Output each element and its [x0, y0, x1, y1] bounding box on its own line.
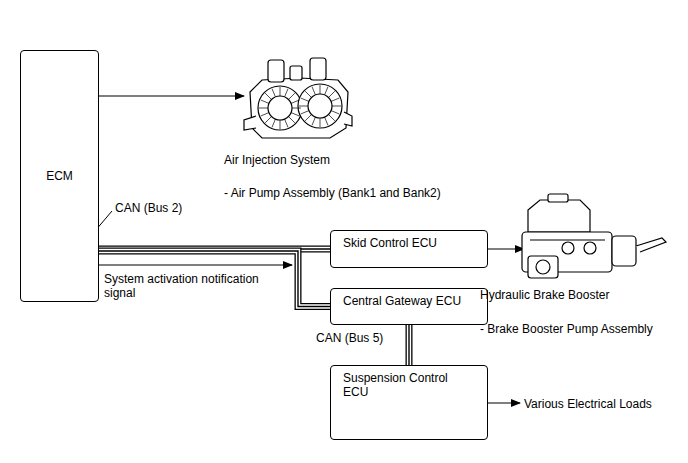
fin-stroke — [299, 106, 308, 107]
fin-stroke — [280, 87, 281, 96]
bus-stroke — [406, 325, 413, 365]
part-label: Air Injection System — [224, 153, 330, 167]
part-label: Hydraulic Brake Booster — [480, 288, 609, 302]
fin-stroke — [320, 85, 321, 94]
ecu-box: ECM — [20, 50, 99, 302]
fin-stroke — [312, 117, 315, 125]
fin-stroke — [328, 114, 334, 120]
fin-stroke — [292, 108, 301, 109]
box-label: Skid Control ECU — [343, 236, 475, 250]
fin-stroke — [288, 116, 294, 122]
fin-stroke — [280, 120, 281, 129]
box-label: Suspension Control ECU — [343, 371, 475, 399]
brake-booster-illustration — [522, 194, 666, 278]
bus-stroke — [407, 325, 411, 365]
fin-stroke — [328, 91, 334, 97]
fin-stroke — [325, 117, 328, 125]
fin-stroke — [285, 119, 288, 127]
fin-stroke — [291, 100, 299, 103]
fin-stroke — [291, 113, 299, 116]
fin-stroke — [288, 93, 294, 99]
pump-fins — [259, 85, 341, 129]
part-label: CAN (Bus 5) — [316, 331, 383, 345]
bus-stroke — [99, 251, 330, 307]
fin-stroke — [320, 118, 321, 127]
can-bus-line — [99, 251, 330, 307]
fin-stroke — [312, 87, 315, 95]
air-pump-illustration — [244, 58, 352, 138]
fin-stroke — [331, 111, 339, 114]
fin-stroke — [305, 91, 311, 97]
box-label: Central Gateway ECU — [343, 294, 475, 308]
fin-stroke — [301, 111, 309, 114]
fin-stroke — [285, 89, 288, 97]
fin-stroke — [331, 98, 339, 101]
part-label: - Air Pump Assembly (Bank1 and Bank2) — [224, 186, 441, 200]
ecu-box: Central Gateway ECU — [330, 288, 488, 325]
part-label: Various Electrical Loads — [524, 397, 652, 411]
signal-arrow — [81, 95, 244, 96]
fin-stroke — [265, 93, 271, 99]
fin-stroke — [301, 98, 309, 101]
bus-stroke — [99, 251, 330, 307]
fin-stroke — [305, 114, 311, 120]
ecu-box: Suspension Control ECU — [330, 365, 488, 440]
part-label: System activation notification signal — [104, 272, 284, 300]
part-label: - Brake Booster Pump Assembly — [480, 322, 653, 336]
bus-stroke — [408, 325, 409, 365]
fin-stroke — [272, 119, 275, 127]
signal-arrow — [90, 264, 292, 265]
fin-stroke — [332, 106, 341, 107]
fin-stroke — [272, 89, 275, 97]
fin-stroke — [259, 108, 268, 109]
ecu-box: Skid Control ECU — [330, 230, 488, 268]
part-label: CAN (Bus 2) — [115, 201, 182, 215]
can-bus-line — [409, 325, 410, 365]
box-label: ECM — [46, 169, 73, 183]
fin-stroke — [261, 113, 269, 116]
fin-stroke — [265, 116, 271, 122]
fin-stroke — [261, 100, 269, 103]
fin-stroke — [325, 87, 328, 95]
bus-stroke — [99, 251, 330, 307]
